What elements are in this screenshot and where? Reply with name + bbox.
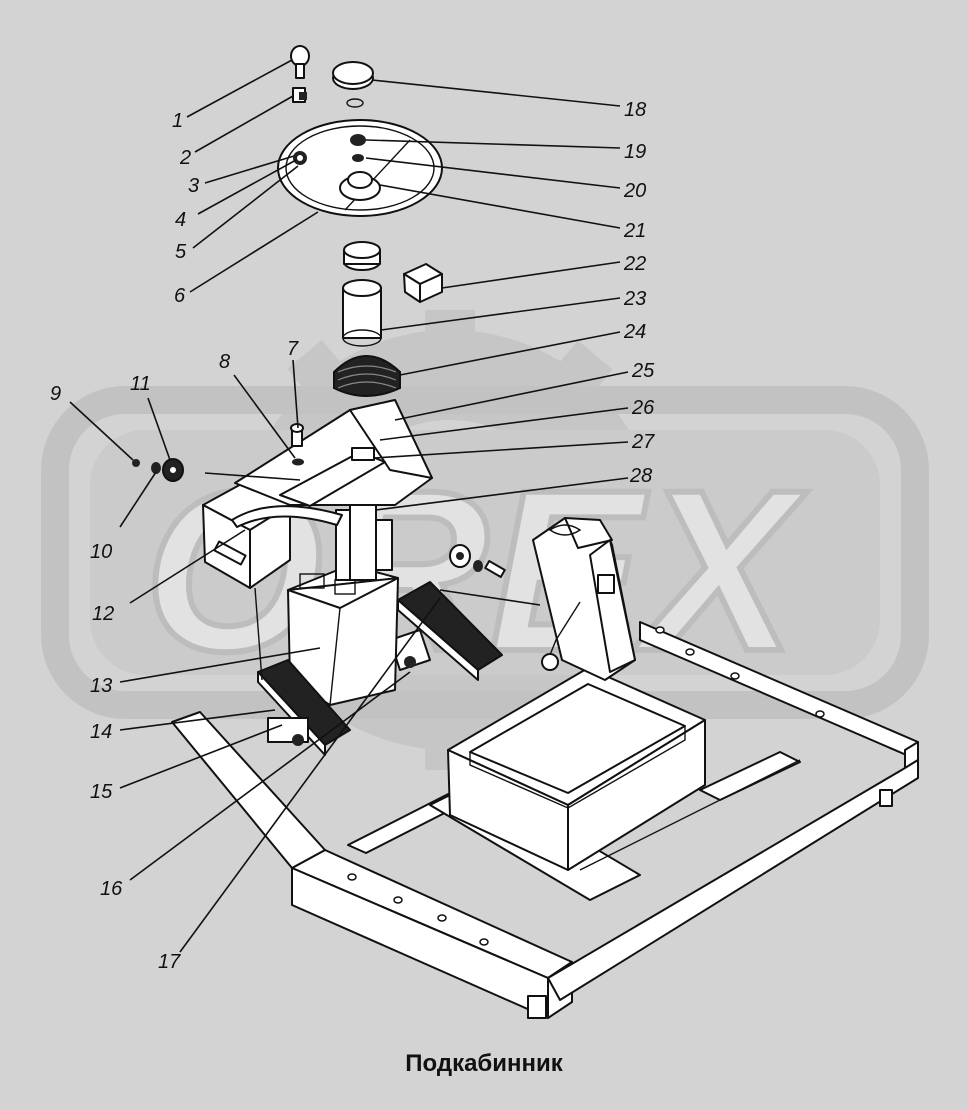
callout-26: 26 [631,397,655,419]
callout-4: 4 [175,209,186,231]
cab-support-frame [171,621,919,1019]
callout-1: 1 [172,110,183,132]
callout-27: 27 [631,431,655,453]
callout-12: 12 [92,603,114,625]
upright-bracket [532,517,636,681]
callout-16: 16 [100,878,123,900]
callout-8: 8 [219,351,230,373]
cap-18 [332,61,374,108]
callout-labels: 1 2 3 4 5 6 7 8 9 10 11 12 13 14 15 16 1… [50,99,655,973]
bolt-7 [290,423,304,466]
callout-28: 28 [629,465,652,487]
callout-2: 2 [179,147,191,169]
callout-15: 15 [90,781,113,803]
cover-ring [277,119,443,217]
callout-23: 23 [623,288,646,310]
callout-11: 11 [130,373,151,395]
knob-1 [290,45,310,103]
leader-lines [69,59,629,953]
callout-6: 6 [174,285,186,307]
callout-22: 22 [623,253,646,275]
fasteners-right [449,544,506,578]
callout-9: 9 [50,383,61,405]
square-cap-22 [403,263,443,303]
diagram-caption: Подкабинник [405,1050,563,1077]
pedal-front [257,659,351,756]
reservoir-23 [342,241,382,347]
callout-20: 20 [623,180,646,202]
storage-box [447,667,706,871]
callout-7: 7 [287,338,299,360]
lever-bracket [202,481,343,681]
callout-5: 5 [175,241,187,263]
spring-24 [333,355,401,397]
ring-fasteners [293,151,307,165]
callout-21: 21 [623,220,646,242]
callout-14: 14 [90,721,112,743]
callout-17: 17 [158,951,181,973]
callout-24: 24 [623,321,646,343]
callout-13: 13 [90,675,112,697]
callout-3: 3 [188,175,199,197]
callout-18: 18 [624,99,646,121]
callout-19: 19 [624,141,646,163]
callout-25: 25 [631,360,655,382]
callout-10: 10 [90,541,112,563]
fasteners-9-10-11 [132,458,184,482]
seal-19-20-21 [339,134,381,201]
